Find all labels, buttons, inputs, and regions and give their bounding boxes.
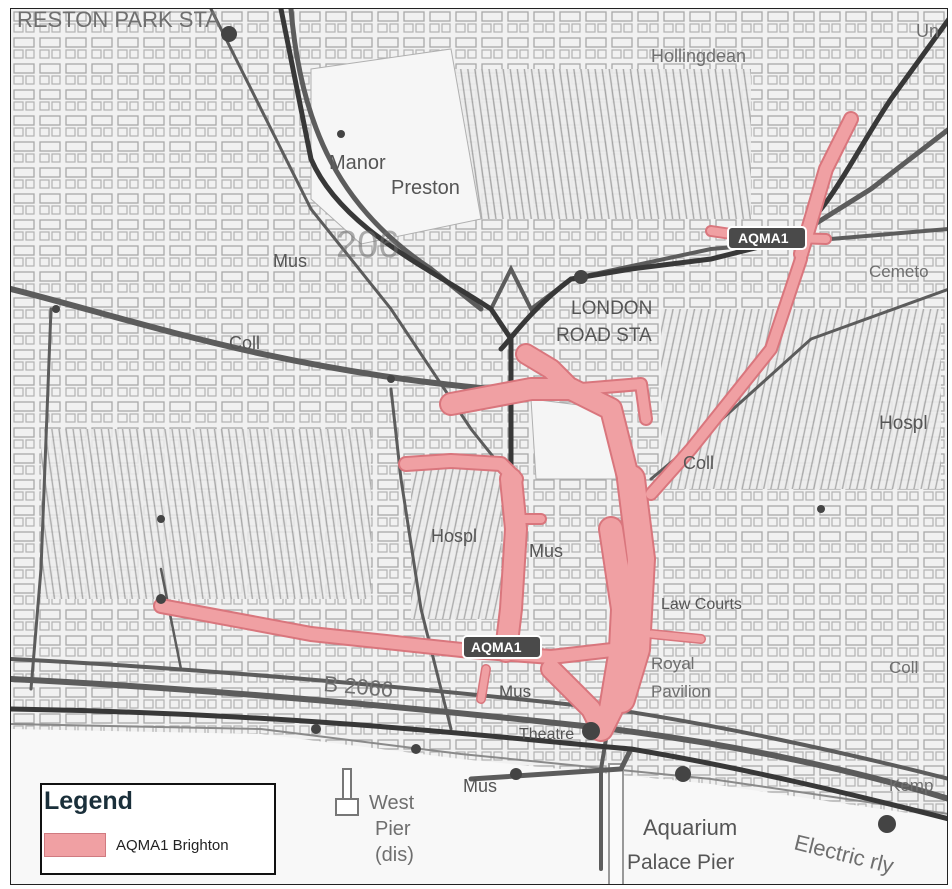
label-pavilion: Pavilion xyxy=(651,682,711,701)
label-palace-pier: Palace Pier xyxy=(627,851,734,874)
aqma1-zone[interactable] xyxy=(153,111,859,742)
terrace-block-central xyxy=(411,469,501,619)
aqma-tag-south[interactable]: AQMA1 xyxy=(462,635,542,659)
label-coll-west: Coll xyxy=(229,333,260,353)
label-west-pier-2: Pier xyxy=(375,818,411,840)
label-hospl-central: Hospl xyxy=(431,526,477,546)
label-kemp: Kemp xyxy=(889,776,933,795)
west-pier-head xyxy=(335,798,359,816)
aqma-tag-south-text: AQMA1 xyxy=(471,639,522,655)
label-theatre: Theatre xyxy=(519,726,574,743)
map-frame: RESTON PARK STA Hollingdean Un Manor Pre… xyxy=(10,8,948,885)
map-markers xyxy=(52,26,896,833)
label-mus-north: Mus xyxy=(273,251,307,271)
label-hollingdean: Hollingdean xyxy=(651,46,746,66)
label-west-pier-1: West xyxy=(369,792,415,814)
place-labels: RESTON PARK STA Hollingdean Un Manor Pre… xyxy=(17,9,939,878)
legend-swatch-aqma1 xyxy=(44,833,106,857)
shoreline xyxy=(11,723,947,815)
label-preston: Preston xyxy=(391,177,460,199)
label-b2066: B 2066 xyxy=(323,671,395,702)
label-manor: Manor xyxy=(329,152,386,174)
label-aquarium: Aquarium xyxy=(643,815,737,840)
label-un: Un xyxy=(916,21,939,41)
legend: Legend AQMA1 Brighton xyxy=(40,783,276,875)
label-mus-south: Mus xyxy=(499,682,531,701)
terrace-block-north xyxy=(451,69,751,219)
label-west-pier-3: (dis) xyxy=(375,844,414,866)
aqma-tag-north-text: AQMA1 xyxy=(738,230,789,246)
legend-title: Legend xyxy=(44,787,133,815)
preston-park xyxy=(310,48,482,245)
label-coll-southeast: Coll xyxy=(889,658,918,677)
label-london-road-sta-1: LONDON xyxy=(571,298,652,319)
label-mus-central: Mus xyxy=(529,541,563,561)
label-law-courts: Law Courts xyxy=(661,596,742,613)
label-london-road-sta-2: ROAD STA xyxy=(556,325,652,346)
base-map[interactable]: RESTON PARK STA Hollingdean Un Manor Pre… xyxy=(11,9,948,885)
label-royal: Royal xyxy=(651,654,694,673)
legend-label-aqma1: AQMA1 Brighton xyxy=(116,837,229,854)
label-hospl-east: Hospl xyxy=(879,413,928,434)
palace-pier xyxy=(608,763,624,884)
label-cemetery: Cemeto xyxy=(869,262,929,281)
terrace-block-east xyxy=(661,309,941,489)
label-mus-seafront: Mus xyxy=(463,776,497,796)
terrace-block-west xyxy=(41,429,371,599)
label-grid-206: 206 xyxy=(336,224,399,266)
aqma-tag-north[interactable]: AQMA1 xyxy=(727,226,807,250)
label-coll-east: Coll xyxy=(683,453,714,473)
label-preston-park-sta: RESTON PARK STA xyxy=(17,9,220,32)
